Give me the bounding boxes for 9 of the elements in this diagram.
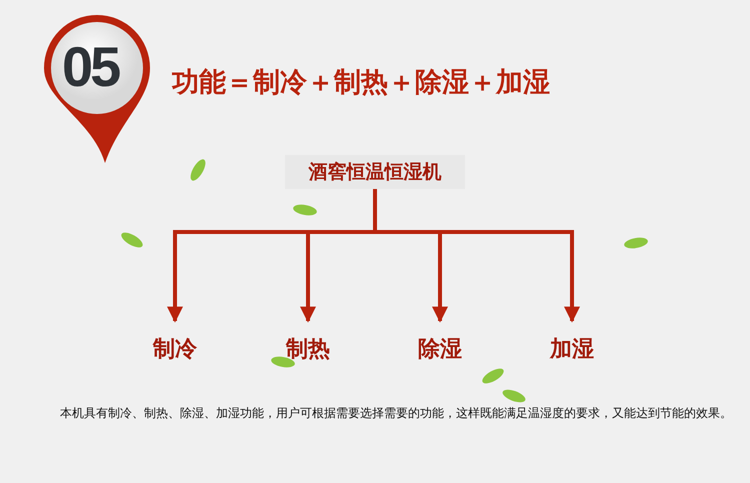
function-label: 制冷 bbox=[140, 333, 210, 365]
function-label: 制热 bbox=[273, 333, 343, 365]
function-label: 除湿 bbox=[405, 333, 475, 365]
step-number: 05 bbox=[62, 36, 118, 98]
root-label: 酒窖恒温恒湿机 bbox=[285, 155, 465, 189]
title: 功能＝制冷＋制热＋除湿＋加湿 bbox=[172, 66, 550, 100]
function-label: 加湿 bbox=[537, 333, 607, 365]
description-paragraph: 本机具有制冷、制热、除湿、加湿功能，用户可根据需要选择需要的功能，这样既能满足温湿度的要求，又能达到节能的效果。 bbox=[60, 405, 733, 421]
arrow bbox=[373, 189, 580, 323]
